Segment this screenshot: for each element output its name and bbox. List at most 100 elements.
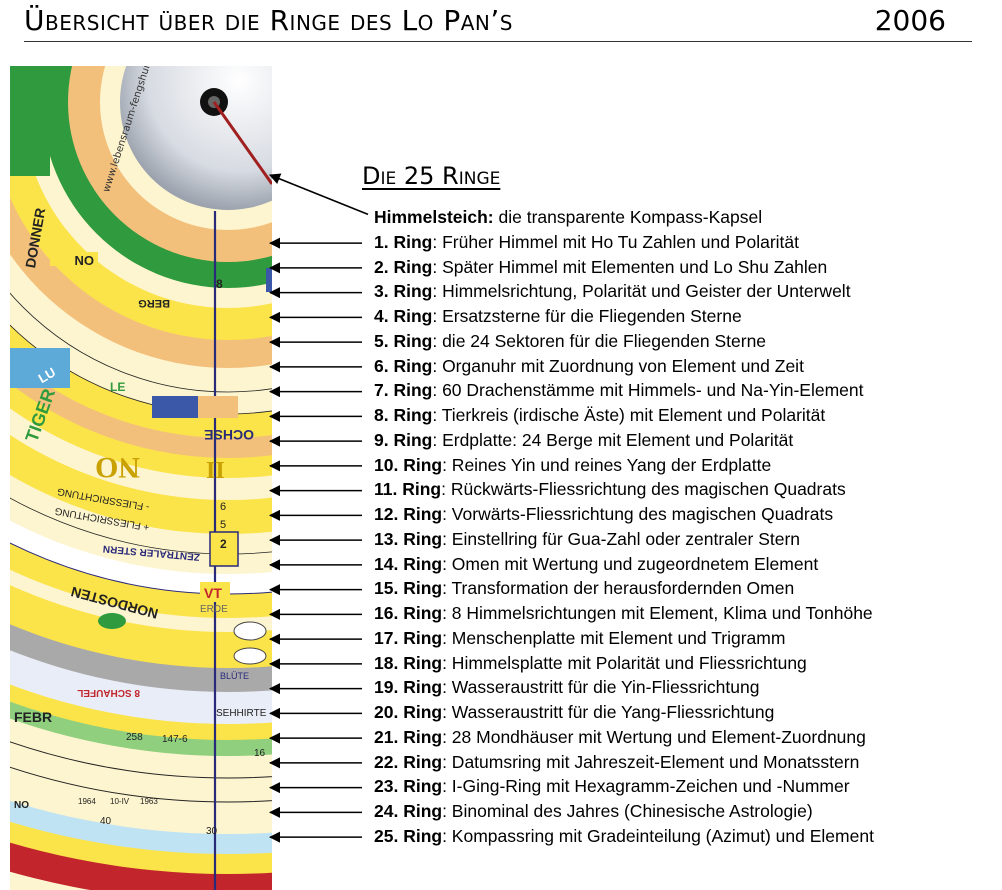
ring-name: 5. Ring — [374, 330, 433, 351]
ring-name: Himmelsteich: — [374, 207, 494, 227]
ring-name: 23. Ring — [374, 776, 443, 797]
ring-description: : 60 Drachenstämme mit Himmels- und Na-Y… — [432, 380, 864, 401]
ring-description: : Ersatzsterne für die Fliegenden Sterne — [432, 306, 742, 326]
ring-description: : Omen mit Wertung und zugeordnetem Elem… — [442, 553, 819, 574]
ring-list-item: Himmelsteich: die transparente Kompass-K… — [374, 205, 994, 230]
ring-description: : Wasseraustritt für die Yin-Fliessricht… — [442, 677, 760, 698]
block-green-top — [10, 66, 50, 176]
ring-list-item: 21. Ring: 28 Mondhäuser mit Wertung und … — [374, 725, 994, 750]
ring-name: 4. Ring — [374, 306, 433, 326]
ring-list-item: 23. Ring: I-Ging-Ring mit Hexagramm-Zeic… — [374, 774, 994, 799]
ring-name: 16. Ring — [374, 603, 443, 623]
ring-description: : Vorwärts-Fliessrichtung des magischen … — [442, 504, 834, 524]
ring-list-item: 24. Ring: Binominal des Jahres (Chinesis… — [374, 799, 994, 824]
ring-description: : Transformation der herausfordernden Om… — [442, 578, 795, 599]
label-n12: 30 — [206, 826, 218, 837]
ring-name: 18. Ring — [374, 652, 443, 673]
header-divider — [24, 41, 972, 42]
ring-list-item: 14. Ring: Omen mit Wertung und zugeordne… — [374, 552, 994, 577]
ring-list: Himmelsteich: die transparente Kompass-K… — [374, 205, 994, 849]
ring-description: : 28 Mondhäuser mit Wertung und Element-… — [442, 726, 866, 747]
ring-name: 6. Ring — [374, 355, 433, 376]
label-n11: 10-IV — [110, 797, 130, 806]
ring-name: 19. Ring — [374, 677, 443, 698]
label-no: NO — [14, 800, 29, 811]
lopan-ring-diagram: www.lebensraum-fengshui.ch · lebensraum … — [10, 66, 272, 890]
ring-description: die transparente Kompass-Kapsel — [493, 207, 763, 227]
ring-description: : Einstellring für Gua-Zahl oder zentral… — [442, 528, 801, 549]
block-on — [50, 252, 98, 266]
section-title: Die 25 Ringe — [362, 162, 501, 190]
ring-description: : Himmelsplatte mit Polarität und Fliess… — [442, 652, 807, 673]
label-n8: 258 — [126, 732, 143, 743]
ring-list-item: 11. Ring: Rückwärts-Fliessrichtung des m… — [374, 477, 994, 502]
block-blue-edge — [266, 268, 272, 292]
ring-name: 11. Ring — [374, 479, 442, 500]
ring-list-item: 25. Ring: Kompassring mit Gradeinteilung… — [374, 824, 994, 849]
ring-description: : Organuhr mit Zuordnung von Element und… — [432, 355, 804, 376]
label-n3: 6 — [220, 501, 226, 513]
ring-name: 21. Ring — [374, 726, 443, 747]
ring-description: : Datumsring mit Jahreszeit-Element und … — [442, 751, 860, 772]
ring-name: 12. Ring — [374, 504, 443, 524]
compass-needle — [212, 101, 272, 185]
page-title: Übersicht über die Ringe des Lo Pan’s — [24, 4, 513, 37]
ring-list-item: 8. Ring: Tierkreis (irdische Äste) mit E… — [374, 403, 994, 428]
label-febr: FEBR — [14, 709, 52, 725]
ring-list-item: 13. Ring: Einstellring für Gua-Zahl oder… — [374, 527, 994, 552]
ring-name: 13. Ring — [374, 528, 443, 549]
label-berg: BERG — [138, 297, 170, 309]
symbol-green-oval — [98, 613, 126, 629]
ring-description: : Menschenplatte mit Element und Trigram… — [442, 627, 786, 648]
ring-list-item: 20. Ring: Wasseraustritt für die Yang-Fl… — [374, 700, 994, 725]
symbol-white-oval-2 — [233, 647, 267, 665]
heaven-pool — [120, 66, 272, 210]
ring-description: : Rückwärts-Fliessrichtung des magischen… — [441, 479, 846, 500]
symbol-white-oval — [233, 621, 267, 641]
ring-name: 2. Ring — [374, 256, 433, 277]
ring-name: 9. Ring — [374, 429, 433, 450]
ring-list-item: 4. Ring: Ersatzsterne für die Fliegenden… — [374, 304, 994, 329]
ring-name: 25. Ring — [374, 825, 443, 846]
label-n1: 8 — [216, 277, 223, 291]
ring-list-item: 6. Ring: Organuhr mit Zuordnung von Elem… — [374, 354, 994, 379]
ring-list-item: 1. Ring: Früher Himmel mit Ho Tu Zahlen … — [374, 230, 994, 255]
ring-name: 8. Ring — [374, 405, 433, 425]
block-numbers-blue — [152, 396, 198, 418]
ring-description: : Binominal des Jahres (Chinesische Astr… — [442, 801, 813, 821]
page-header: Übersicht über die Ringe des Lo Pan’s 20… — [24, 2, 972, 42]
ring-name: 22. Ring — [374, 751, 443, 772]
block-central — [209, 531, 239, 567]
ring-description: : Früher Himmel mit Ho Tu Zahlen und Pol… — [432, 231, 800, 252]
ring-description: : Reines Yin und reines Yang der Erdplat… — [442, 454, 772, 475]
label-n6: 16 — [254, 748, 266, 759]
label-sehhirte: SEHHIRTE — [216, 708, 267, 719]
label-vt: VT — [204, 585, 222, 601]
ring-name: 7. Ring — [374, 380, 433, 401]
label-n7: 147-6 — [162, 734, 188, 745]
ring-list-item: 10. Ring: Reines Yin und reines Yang der… — [374, 453, 994, 478]
page-year: 2006 — [874, 4, 946, 37]
ring-name: 17. Ring — [374, 627, 443, 648]
ring-name: 20. Ring — [374, 702, 443, 722]
label-schaufel: 8 SCHAUFEL — [77, 687, 140, 698]
ring-description: : Himmelsrichtung, Polarität und Geister… — [432, 281, 851, 302]
ring-list-item: 15. Ring: Transformation der herausforde… — [374, 576, 994, 601]
ring-name: 15. Ring — [374, 578, 443, 599]
ring-name: 3. Ring — [374, 281, 433, 302]
ring-list-item: 7. Ring: 60 Drachenstämme mit Himmels- u… — [374, 378, 994, 403]
ring-list-item: 2. Ring: Später Himmel mit Elementen und… — [374, 255, 994, 280]
ring-description: : Kompassring mit Gradeinteilung (Azimut… — [442, 825, 874, 846]
label-n4: 5 — [220, 519, 226, 531]
ring-description: : Erdplatte: 24 Berge mit Element und Po… — [432, 429, 794, 450]
block-numbers-orange — [198, 396, 238, 418]
ring-list-item: 12. Ring: Vorwärts-Fliessrichtung des ma… — [374, 502, 994, 527]
ring-description: : I-Ging-Ring mit Hexagramm-Zeichen und … — [442, 776, 850, 797]
label-on: ON — [75, 253, 95, 268]
label-roman-ii: II — [206, 458, 225, 484]
ring-description: : die 24 Sektoren für die Fliegenden Ste… — [432, 330, 767, 351]
ring-name: 24. Ring — [374, 801, 443, 821]
label-n10: 1964 — [78, 797, 96, 806]
ring-description: : Tierkreis (irdische Äste) mit Element … — [432, 405, 826, 425]
ring-list-item: 9. Ring: Erdplatte: 24 Berge mit Element… — [374, 428, 994, 453]
